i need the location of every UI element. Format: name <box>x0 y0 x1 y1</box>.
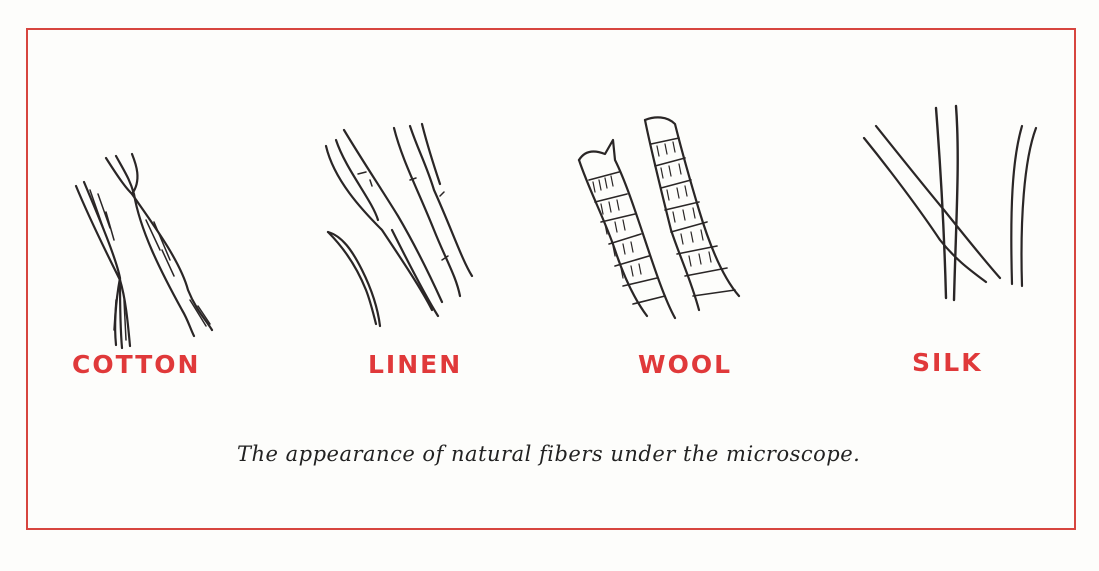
silk-fiber-illustration <box>862 104 1038 302</box>
fiber-label-silk: SILK <box>912 348 983 377</box>
figure-border <box>26 28 1076 530</box>
fiber-label-cotton: COTTON <box>72 350 201 379</box>
cotton-fiber-illustration <box>74 152 214 350</box>
fiber-label-linen: LINEN <box>368 350 463 379</box>
fiber-label-wool: WOOL <box>638 350 733 379</box>
linen-fiber-illustration <box>324 122 474 328</box>
wool-fiber-illustration <box>577 116 741 320</box>
figure-caption: The appearance of natural fibers under t… <box>237 442 861 466</box>
